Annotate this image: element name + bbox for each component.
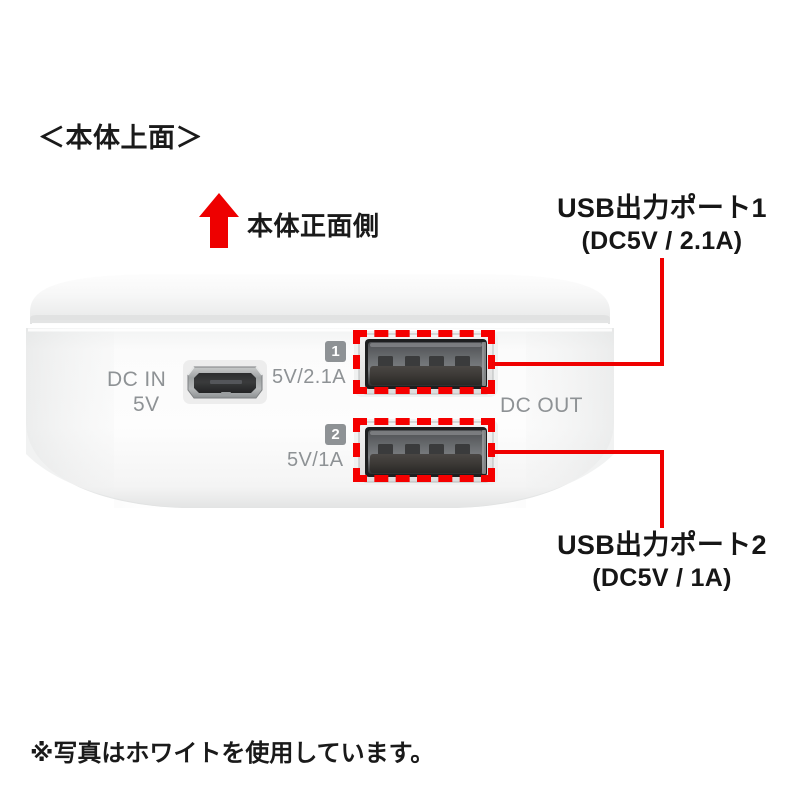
highlight-box-usb-port-2	[353, 418, 495, 482]
front-side-label: 本体正面側	[247, 211, 380, 241]
callout-1-subtitle: (DC5V / 2.1A)	[581, 227, 743, 256]
silkscreen-port-2-rating: 5V/1A	[287, 449, 344, 471]
callout-2-subtitle: (DC5V / 1A)	[592, 564, 732, 593]
micro-usb-input-port	[183, 360, 267, 404]
silkscreen-port-1-rating: 5V/2.1A	[272, 366, 346, 388]
callout-2-title: USB出力ポート2	[557, 530, 767, 560]
device-body-photo	[18, 272, 622, 512]
usb-a-output-port-2	[354, 419, 498, 485]
silkscreen-dc-in-voltage: 5V	[133, 393, 160, 416]
port-1-number-badge: 1	[325, 341, 346, 362]
arrow-up-icon	[199, 193, 239, 248]
callout-usb-output-port-2: USB出力ポート2 (DC5V / 1A)	[531, 530, 793, 593]
leader-line-port-1-vertical	[660, 258, 664, 366]
port-2-number-badge: 2	[325, 424, 346, 445]
leader-line-port-2-horizontal	[492, 450, 664, 454]
usb-a-output-port-1	[354, 331, 498, 397]
silkscreen-dc-in-label: DC IN	[107, 368, 167, 391]
callout-usb-output-port-1: USB出力ポート1 (DC5V / 2.1A)	[531, 193, 793, 256]
leader-line-port-1-horizontal	[492, 362, 664, 366]
footnote-text: ※写真はホワイトを使用しています。	[30, 740, 435, 767]
highlight-box-usb-port-1	[353, 330, 495, 394]
callout-1-title: USB出力ポート1	[557, 193, 767, 223]
page-title: ＜本体上面＞	[38, 123, 203, 153]
silkscreen-dc-out-label: DC OUT	[500, 394, 583, 417]
leader-line-port-2-vertical	[660, 450, 664, 528]
